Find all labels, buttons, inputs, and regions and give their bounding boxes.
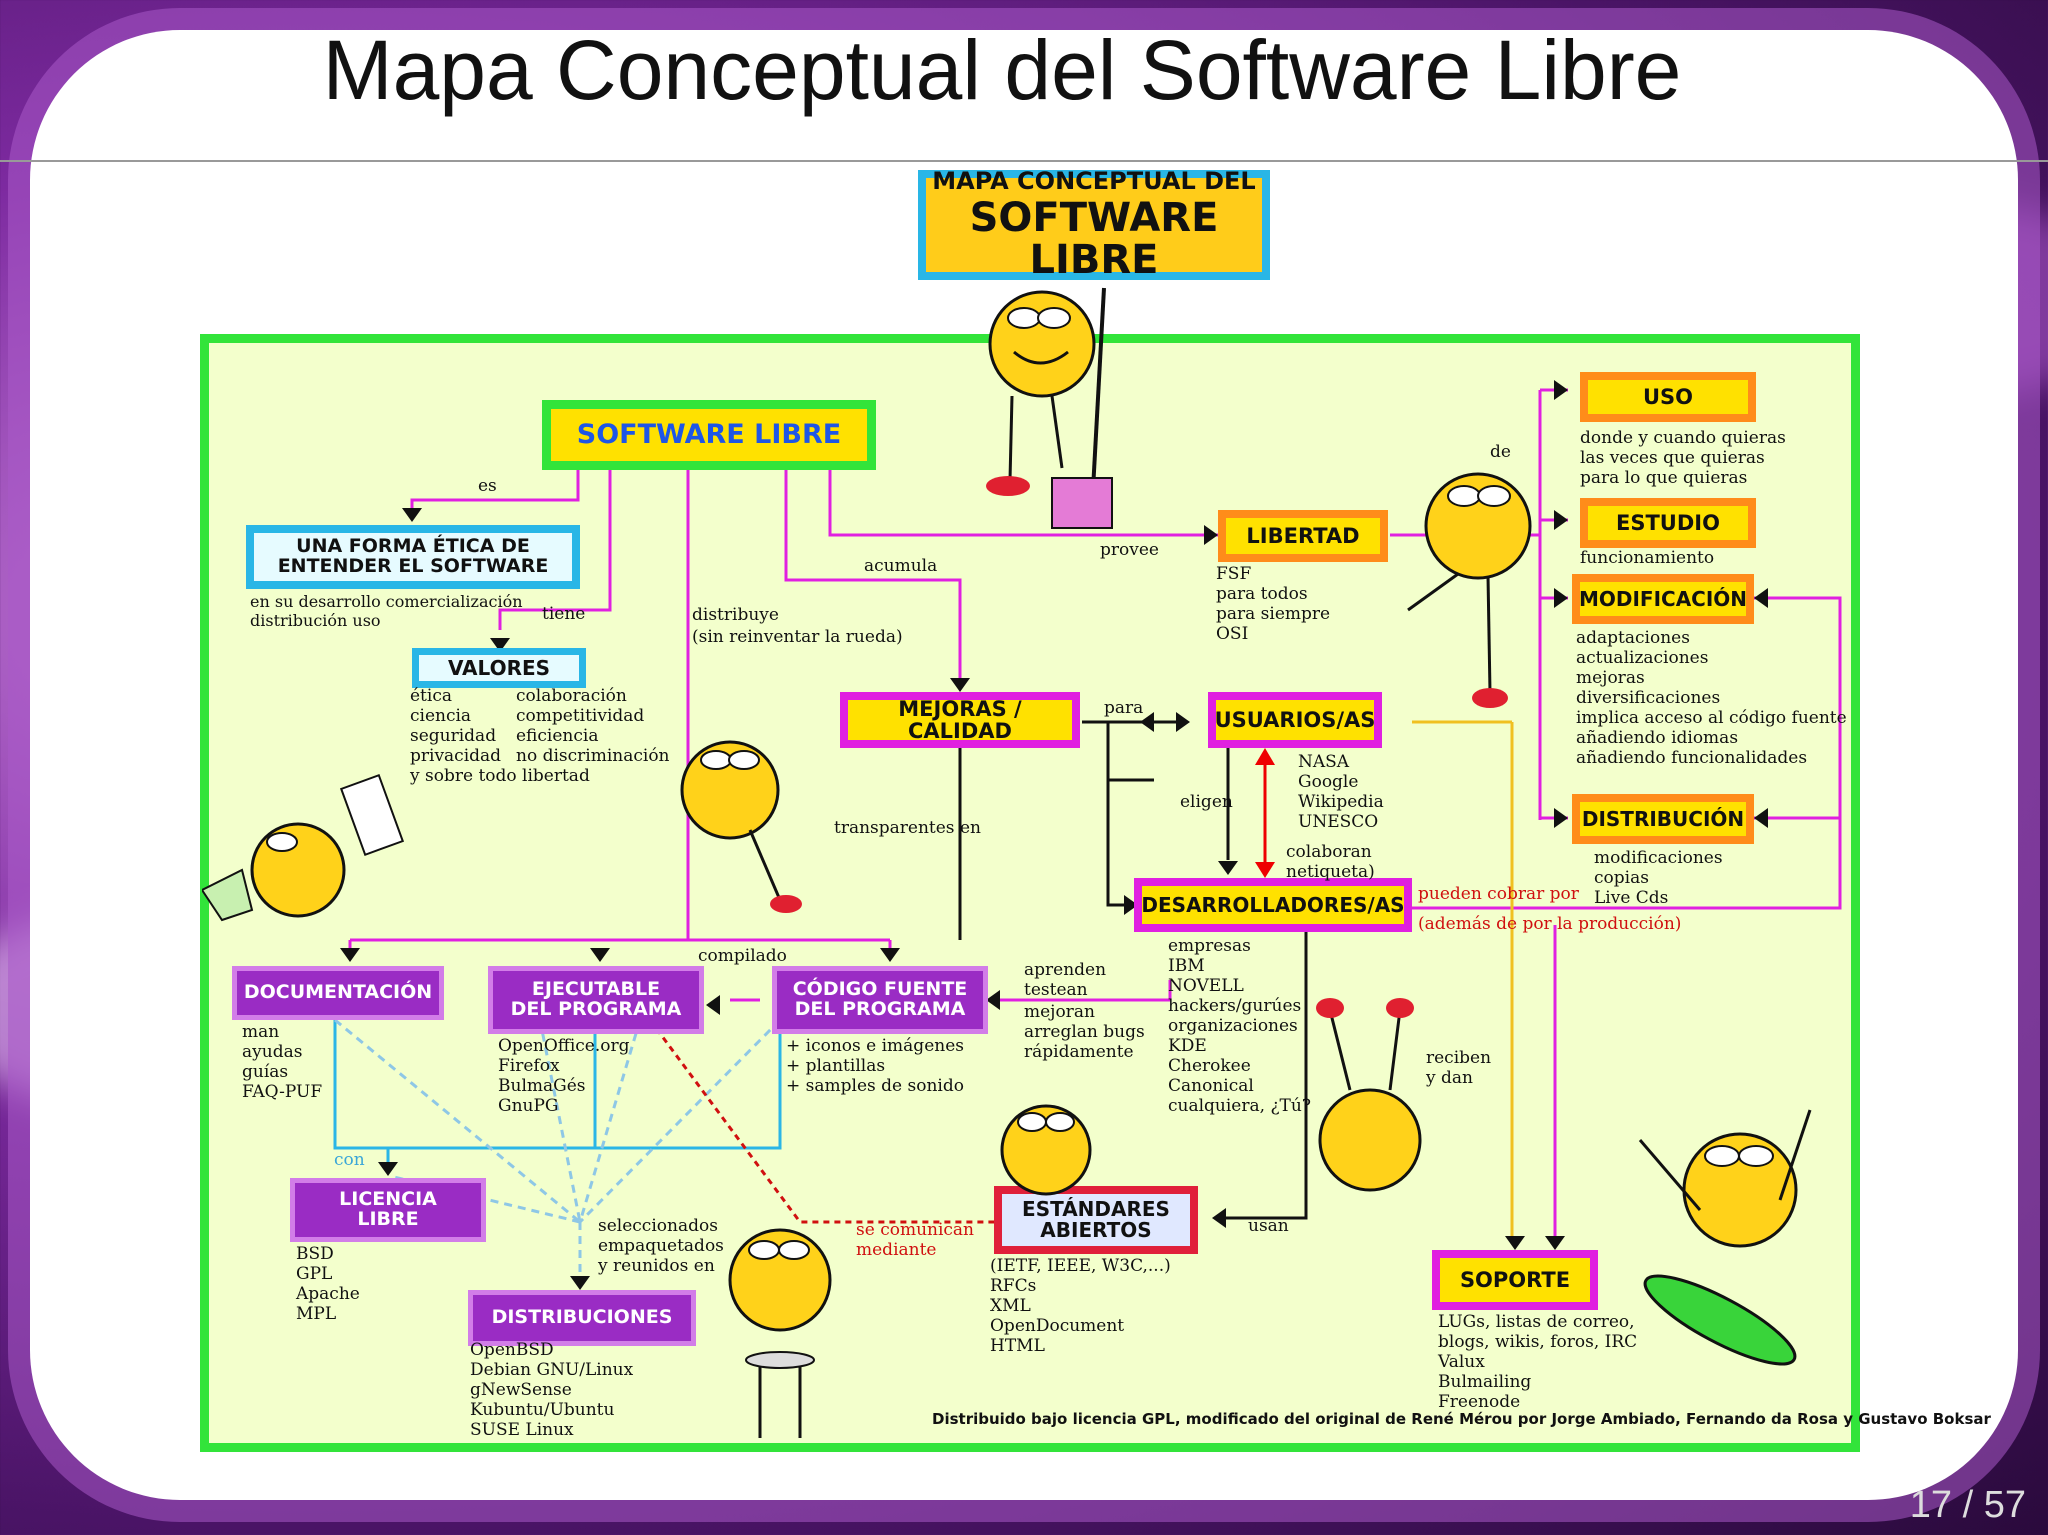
note-colaboran: colaboran netiqueta): [1286, 842, 1375, 882]
banner-line1: MAPA CONCEPTUAL DEL: [932, 167, 1256, 196]
node-licencia: LICENCIA LIBRE: [290, 1178, 486, 1242]
note-aprenden: aprenden testean: [1024, 960, 1107, 1000]
note-valores-left: ética ciencia seguridad privacidad y sob…: [410, 686, 590, 786]
note-desarrolladores: empresas IBM NOVELL hackers/gurúes organ…: [1168, 936, 1311, 1116]
node-documentacion: DOCUMENTACIÓN: [232, 966, 444, 1020]
note-documentacion: man ayudas guías FAQ-PUF: [242, 1022, 323, 1102]
node-usuarios: USUARIOS/AS: [1208, 692, 1382, 748]
node-estandares: ESTÁNDARES ABIERTOS: [994, 1186, 1198, 1254]
node-forma-etica: UNA FORMA ÉTICA DE ENTENDER EL SOFTWARE: [246, 525, 580, 589]
node-desarrolladores: DESARROLLADORES/AS: [1134, 878, 1412, 932]
banner-line2: SOFTWARE LIBRE: [969, 194, 1219, 283]
node-valores: VALORES: [412, 648, 586, 688]
note-valores-right: colaboración competitividad eficiencia n…: [516, 686, 670, 766]
mascot-distributions: [728, 1228, 832, 1438]
mascot-freedom: [1407, 472, 1532, 708]
note-distribucion: modificaciones copias Live Cds: [1594, 848, 1723, 908]
note-estudio: funcionamiento: [1580, 548, 1715, 568]
mascot-quality: [680, 740, 802, 913]
node-ejecutable: EJECUTABLE DEL PROGRAMA: [488, 966, 704, 1034]
node-codigo-fuente: CÓDIGO FUENTE DEL PROGRAMA: [772, 966, 988, 1034]
page-number: 17 / 57: [1909, 1484, 2026, 1526]
mascot-skateboard: [1638, 1109, 1812, 1366]
note-seleccionados: seleccionados empaquetados y reunidos en: [598, 1216, 724, 1276]
note-codigo-fuente: + iconos e imágenes + plantillas + sampl…: [786, 1036, 964, 1096]
node-modificacion: MODIFICACIÓN: [1572, 574, 1754, 624]
label-eligen: eligen: [1180, 792, 1233, 812]
note-estandares: (IETF, IEEE, W3C,...) RFCs XML OpenDocum…: [990, 1256, 1171, 1356]
label-con: con: [334, 1150, 365, 1170]
label-para: para: [1104, 698, 1144, 718]
label-de: de: [1490, 442, 1511, 462]
label-transparentes: transparentes en: [834, 818, 981, 838]
label-distribuye: distribuye (sin reinventar la rueda): [692, 605, 903, 647]
note-modificacion: adaptaciones actualizaciones mejoras div…: [1576, 628, 1847, 768]
note-uso: donde y cuando quieras las veces que qui…: [1580, 428, 1786, 488]
note-licencia: BSD GPL Apache MPL: [296, 1244, 360, 1324]
title-rule: [0, 160, 2048, 162]
note-forma-etica: en su desarrollo comercialización distri…: [250, 592, 523, 630]
mascot-upside-down: [1316, 998, 1422, 1192]
slide-title: Mapa Conceptual del Software Libre: [322, 23, 1682, 117]
note-libertad: FSF para todos para siempre OSI: [1216, 564, 1331, 644]
node-estudio: ESTUDIO: [1580, 498, 1756, 548]
mascot-standards: [1000, 1104, 1092, 1196]
banner-sign: MAPA CONCEPTUAL DEL SOFTWARE LIBRE: [918, 167, 1270, 283]
note-distribuciones: OpenBSD Debian GNU/Linux gNewSense Kubun…: [470, 1340, 634, 1440]
node-software-libre: SOFTWARE LIBRE: [542, 400, 876, 470]
label-compilado: compilado: [698, 946, 787, 966]
node-soporte: SOPORTE: [1432, 1250, 1598, 1310]
label-se-comunican: se comunican mediante: [856, 1220, 975, 1260]
mascot-reading: [202, 773, 405, 922]
node-libertad: LIBERTAD: [1218, 510, 1388, 562]
credit-line: Distribuido bajo licencia GPL, modificad…: [932, 1410, 1991, 1428]
mascot-holding-sign: [986, 287, 1113, 529]
note-soporte: LUGs, listas de correo, blogs, wikis, fo…: [1438, 1312, 1638, 1412]
node-mejoras: MEJORAS / CALIDAD: [840, 692, 1080, 748]
label-provee: provee: [1100, 540, 1159, 560]
node-uso: USO: [1580, 372, 1756, 422]
label-ademas: (además de por la producción): [1418, 914, 1682, 934]
label-acumula: acumula: [864, 556, 938, 576]
label-tiene: tiene: [542, 604, 586, 624]
note-mejoran: mejoran arreglan bugs rápidamente: [1024, 1002, 1145, 1062]
label-es: es: [478, 476, 497, 496]
label-pueden-cobrar: pueden cobrar por: [1418, 884, 1579, 904]
note-usuarios: NASA Google Wikipedia UNESCO: [1298, 752, 1384, 832]
node-distribucion: DISTRIBUCIÓN: [1572, 794, 1754, 844]
label-usan: usan: [1248, 1216, 1289, 1236]
note-reciben: reciben y dan: [1426, 1048, 1492, 1088]
note-ejecutable: OpenOffice.org Firefox BulmaGés GnuPG: [498, 1036, 630, 1116]
node-distribuciones: DISTRIBUCIONES: [468, 1290, 696, 1346]
